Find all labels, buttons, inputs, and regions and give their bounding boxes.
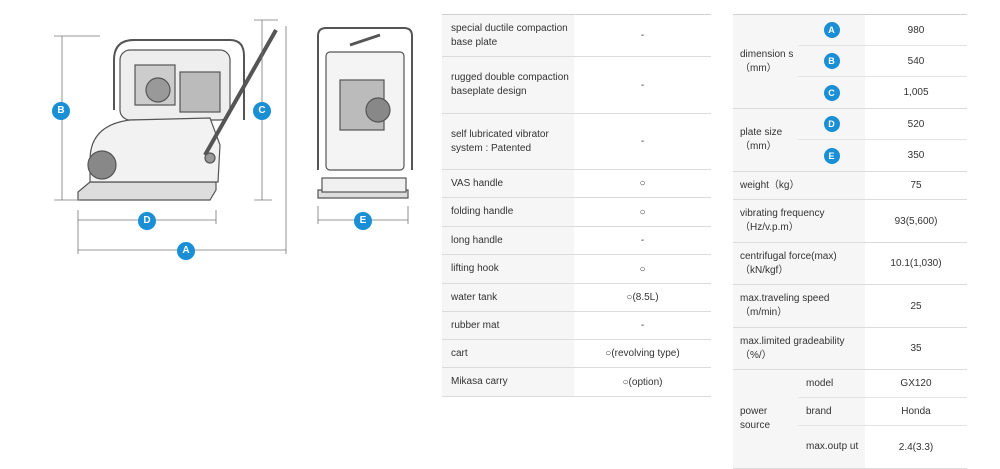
power-source-value: Honda — [901, 406, 931, 417]
dimension-value: 980 — [907, 24, 925, 36]
table-row: C 1,005 — [798, 77, 967, 108]
plate-size-group: plate size （mm） D 520 E 350 — [733, 109, 967, 172]
table-row: VAS handle ○ — [442, 170, 711, 198]
feature-value: - — [640, 320, 645, 331]
feature-label: folding handle — [442, 198, 574, 226]
table-row: self lubricated vibrator system : Patent… — [442, 114, 711, 170]
centrifugal-force-value: 10.1(1,030) — [890, 258, 942, 269]
table-row: E 350 — [798, 140, 967, 171]
table-row: model GX120 — [798, 370, 967, 398]
table-row: folding handle ○ — [442, 198, 711, 227]
table-row: centrifugal force(max) （kN/kgf） 10.1(1,0… — [733, 243, 967, 285]
feature-value: ○ — [639, 263, 646, 275]
table-row: special ductile compaction base plate - — [442, 15, 711, 57]
max-limited-gradeability-value: 35 — [910, 343, 922, 354]
plate-key-badge: D — [823, 116, 840, 132]
dimension-key-badge: C — [823, 84, 840, 101]
plate-size-label: plate size （mm） — [733, 109, 798, 171]
specifications-table: dimension s （mm） A 980 B 540 C 1,005 pla… — [733, 14, 967, 469]
max-traveling-speed-label: max.traveling speed （m/min） — [733, 285, 865, 327]
feature-label: rubber mat — [442, 312, 574, 339]
feature-label: self lubricated vibrator system : Patent… — [442, 114, 574, 169]
dimension-key-badge: B — [823, 53, 840, 69]
centrifugal-force-label: centrifugal force(max) （kN/kgf） — [733, 243, 865, 284]
dimension-a-badge: A — [177, 242, 195, 260]
dimension-d-badge: D — [138, 212, 156, 230]
plate-size-value: 350 — [907, 150, 925, 161]
machine-drawings: B C D A E — [40, 10, 430, 270]
dimension-c-badge: C — [253, 102, 271, 120]
table-row: brand Honda — [798, 398, 967, 426]
features-table: special ductile compaction base plate - … — [442, 14, 711, 397]
power-source-key: model — [798, 370, 865, 397]
table-row: max.traveling speed （m/min） 25 — [733, 285, 967, 328]
feature-label: special ductile compaction base plate — [442, 15, 574, 56]
table-row: weight（kg） 75 — [733, 172, 967, 200]
table-row: rugged double compaction baseplate desig… — [442, 57, 711, 114]
dimensions-group: dimension s （mm） A 980 B 540 C 1,005 — [733, 15, 967, 109]
table-row: long handle - — [442, 227, 711, 255]
feature-value: - — [640, 79, 645, 91]
feature-label: cart — [442, 340, 574, 367]
feature-value: - — [640, 235, 645, 246]
max-limited-gradeability-label: max.limited gradeability （%/） — [733, 328, 865, 369]
table-row: lifting hook ○ — [442, 255, 711, 284]
plate-compactor-drawing — [54, 19, 413, 254]
dimension-value: 540 — [907, 55, 925, 67]
table-row: Mikasa carry ○(option) — [442, 368, 711, 397]
feature-value: - — [640, 30, 645, 41]
table-row: max.outp ut 2.4(3.3) — [798, 426, 967, 468]
table-row: max.limited gradeability （%/） 35 — [733, 328, 967, 370]
power-source-label: power source — [733, 370, 798, 468]
feature-value: ○(option) — [622, 376, 663, 388]
feature-label: water tank — [442, 284, 574, 311]
dimension-key-badge: A — [823, 22, 840, 38]
table-row: water tank ○(8.5L) — [442, 284, 711, 312]
table-row: cart ○(revolving type) — [442, 340, 711, 368]
feature-value: ○ — [639, 178, 646, 189]
weight-label: weight（kg） — [733, 172, 865, 199]
table-row: B 540 — [798, 46, 967, 77]
max-traveling-speed-value: 25 — [910, 300, 922, 312]
feature-label: Mikasa carry — [442, 368, 574, 396]
vibrating-frequency-value: 93(5,600) — [894, 215, 938, 227]
weight-value: 75 — [910, 180, 922, 191]
feature-value: ○(8.5L) — [626, 292, 659, 303]
table-row: A 980 — [798, 15, 967, 46]
feature-label: long handle — [442, 227, 574, 254]
power-source-value: GX120 — [900, 378, 932, 389]
power-source-key: brand — [798, 398, 865, 425]
feature-value: - — [640, 136, 645, 147]
feature-value: ○(revolving type) — [605, 348, 680, 359]
table-row: vibrating frequency （Hz/v.p.m） 93(5,600) — [733, 200, 967, 243]
dimension-b-badge: B — [52, 102, 70, 120]
power-source-value: 2.4(3.3) — [898, 441, 934, 453]
table-row: rubber mat - — [442, 312, 711, 340]
feature-label: rugged double compaction baseplate desig… — [442, 57, 574, 113]
table-row: D 520 — [798, 109, 967, 140]
feature-value: ○ — [639, 206, 646, 218]
dimension-e-badge: E — [354, 212, 372, 230]
feature-label: VAS handle — [442, 170, 574, 197]
power-source-group: power source model GX120 brand Honda max… — [733, 370, 967, 469]
dimensions-label: dimension s （mm） — [733, 15, 798, 108]
dimension-value: 1,005 — [903, 87, 929, 98]
feature-label: lifting hook — [442, 255, 574, 283]
plate-key-badge: E — [823, 147, 840, 164]
power-source-key: max.outp ut — [798, 426, 865, 468]
vibrating-frequency-label: vibrating frequency （Hz/v.p.m） — [733, 200, 865, 242]
plate-size-value: 520 — [907, 118, 925, 130]
